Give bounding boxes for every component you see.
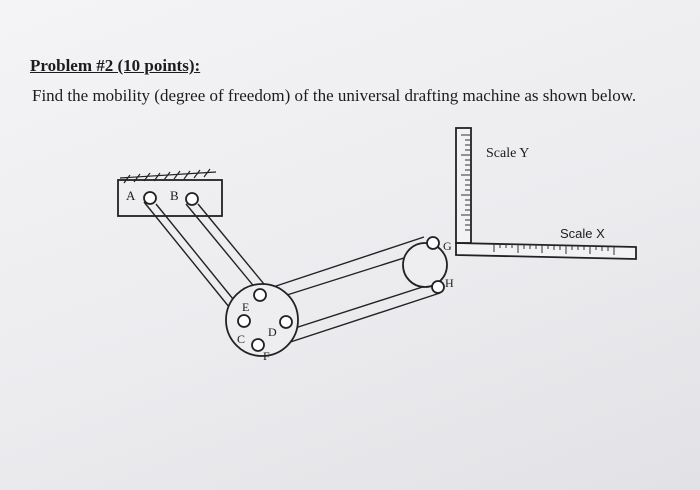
- joint-b: [185, 192, 199, 206]
- label-e: E: [242, 300, 249, 314]
- label-d: D: [268, 325, 277, 339]
- scale-y-ticks: [461, 134, 471, 231]
- joint-h: [431, 280, 445, 294]
- scale-y-label: Scale Y: [486, 146, 529, 161]
- problem-question: Find the mobility (degree of freedom) of…: [32, 86, 637, 105]
- label-a: A: [126, 188, 136, 203]
- joint-c: [237, 314, 251, 328]
- scale-x-label: Scale X: [560, 226, 605, 241]
- label-c: C: [237, 332, 245, 346]
- joint-g: [426, 236, 440, 250]
- scale-x-ruler: [455, 242, 637, 260]
- scale-x-ticks: [493, 244, 615, 255]
- label-b: B: [170, 188, 179, 203]
- label-f: F: [263, 349, 270, 363]
- right-disc: [402, 242, 448, 288]
- joint-a: [143, 191, 157, 205]
- link-e-g: [263, 236, 427, 302]
- joint-e: [253, 288, 267, 302]
- label-h: H: [445, 276, 454, 290]
- left-disc: [225, 283, 299, 357]
- joint-f: [251, 338, 265, 352]
- label-g: G: [443, 239, 452, 253]
- problem-title: Problem #2 (10 points):: [30, 56, 201, 75]
- fixed-base: [117, 179, 223, 217]
- joint-d: [279, 315, 293, 329]
